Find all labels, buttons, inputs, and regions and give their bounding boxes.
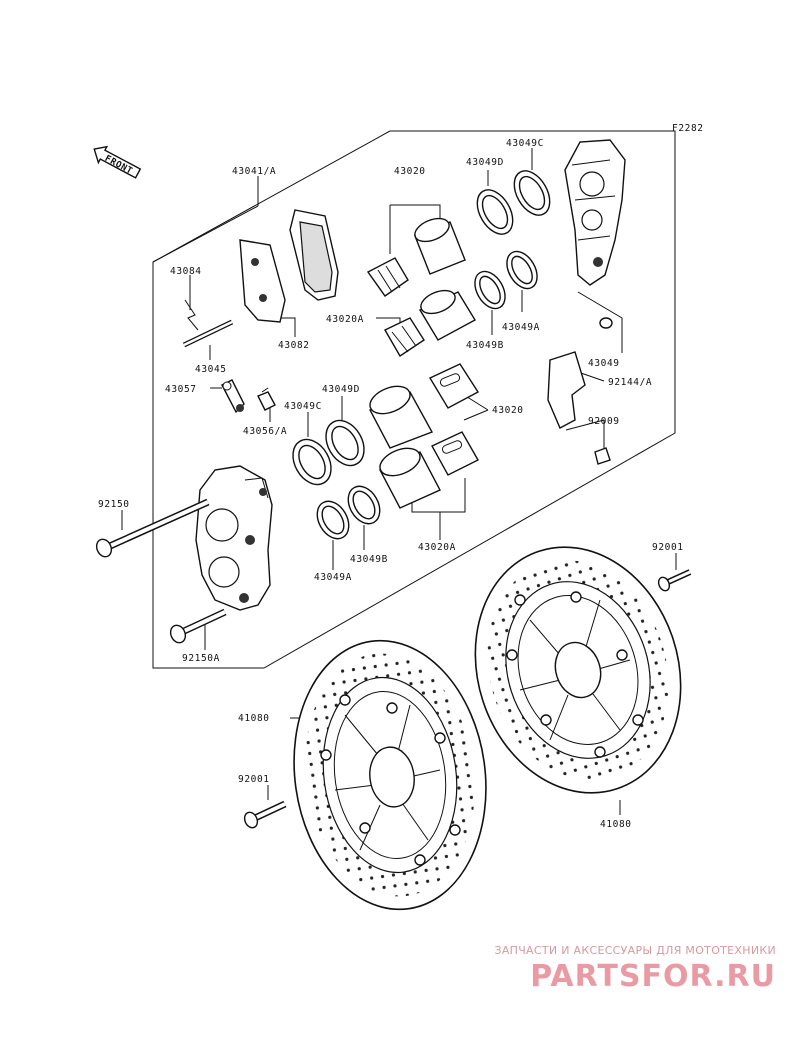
diagram-code: F2282 xyxy=(672,123,704,134)
label-43049B-low: 43049B xyxy=(350,554,388,565)
label-43057: 43057 xyxy=(165,384,197,395)
part-labels: 43041/A 43084 43082 43045 43020 43020A 4… xyxy=(98,138,684,830)
cap-43057 xyxy=(221,379,245,414)
label-43056: 43056/A xyxy=(243,426,287,437)
piston-43020A-top xyxy=(419,289,476,341)
piston-insulator-A-mid xyxy=(431,431,479,476)
piston-insulator-A-top xyxy=(384,317,425,357)
front-arrow-icon: FRONT xyxy=(93,145,142,179)
label-43082: 43082 xyxy=(278,340,310,351)
piston-insulator-mid xyxy=(429,363,479,409)
bleed-valve-43056 xyxy=(257,387,276,411)
label-43020-top: 43020 xyxy=(394,166,426,177)
caliper-half-left xyxy=(195,465,273,611)
label-43049D-mid: 43049D xyxy=(322,384,360,395)
label-92009: 92009 xyxy=(588,416,620,427)
bolt-92150 xyxy=(95,498,210,558)
label-92001-left: 92001 xyxy=(238,774,270,785)
seal-43049 xyxy=(599,317,613,329)
label-43041: 43041/A xyxy=(232,166,276,177)
piston-43020-mid xyxy=(369,385,434,449)
label-92150: 92150 xyxy=(98,499,130,510)
piston-43020-top xyxy=(414,217,466,275)
bolt-92009 xyxy=(594,447,611,465)
label-43049A-top: 43049A xyxy=(502,322,540,333)
label-43084: 43084 xyxy=(170,266,202,277)
brake-pad-front xyxy=(239,239,286,323)
label-43049C-mid: 43049C xyxy=(284,401,322,412)
bolt-92001-left xyxy=(243,800,287,829)
label-43020A-top: 43020A xyxy=(326,314,364,325)
watermark-tagline: ЗАПЧАСТИ И АКСЕССУАРЫ ДЛЯ МОТОТЕХНИКИ xyxy=(494,944,776,957)
watermark: ЗАПЧАСТИ И АКСЕССУАРЫ ДЛЯ МОТОТЕХНИКИ PA… xyxy=(494,944,776,994)
label-43020A-low: 43020A xyxy=(418,542,456,553)
brake-disc-right xyxy=(474,546,682,794)
bracket-92144 xyxy=(547,351,586,429)
seals-upper xyxy=(474,170,551,310)
label-43049C-top: 43049C xyxy=(506,138,544,149)
label-43049D-top: 43049D xyxy=(466,157,504,168)
brake-disc-left xyxy=(293,639,487,911)
caliper-half-right xyxy=(564,139,626,286)
pad-spring-43084 xyxy=(184,299,199,331)
label-92001-right: 92001 xyxy=(652,542,684,553)
label-92150A: 92150A xyxy=(182,653,220,664)
label-43049A-low: 43049A xyxy=(314,572,352,583)
label-43020-mid: 43020 xyxy=(492,405,524,416)
seals-mid xyxy=(292,419,381,540)
bolt-92150A xyxy=(169,608,227,644)
piston-43020A-mid xyxy=(379,447,441,509)
piston-insulator-top xyxy=(366,257,409,297)
bolt-92001-right xyxy=(657,569,692,592)
label-41080-left: 41080 xyxy=(238,713,270,724)
label-41080-right: 41080 xyxy=(600,819,632,830)
label-43049B-top: 43049B xyxy=(466,340,504,351)
brake-pad-rear xyxy=(289,209,339,301)
pad-pin-43045 xyxy=(182,319,234,348)
label-92144: 92144/A xyxy=(608,377,652,388)
label-43049: 43049 xyxy=(588,358,620,369)
watermark-logo: PARTSFOR.RU xyxy=(530,959,776,994)
label-43045: 43045 xyxy=(195,364,227,375)
